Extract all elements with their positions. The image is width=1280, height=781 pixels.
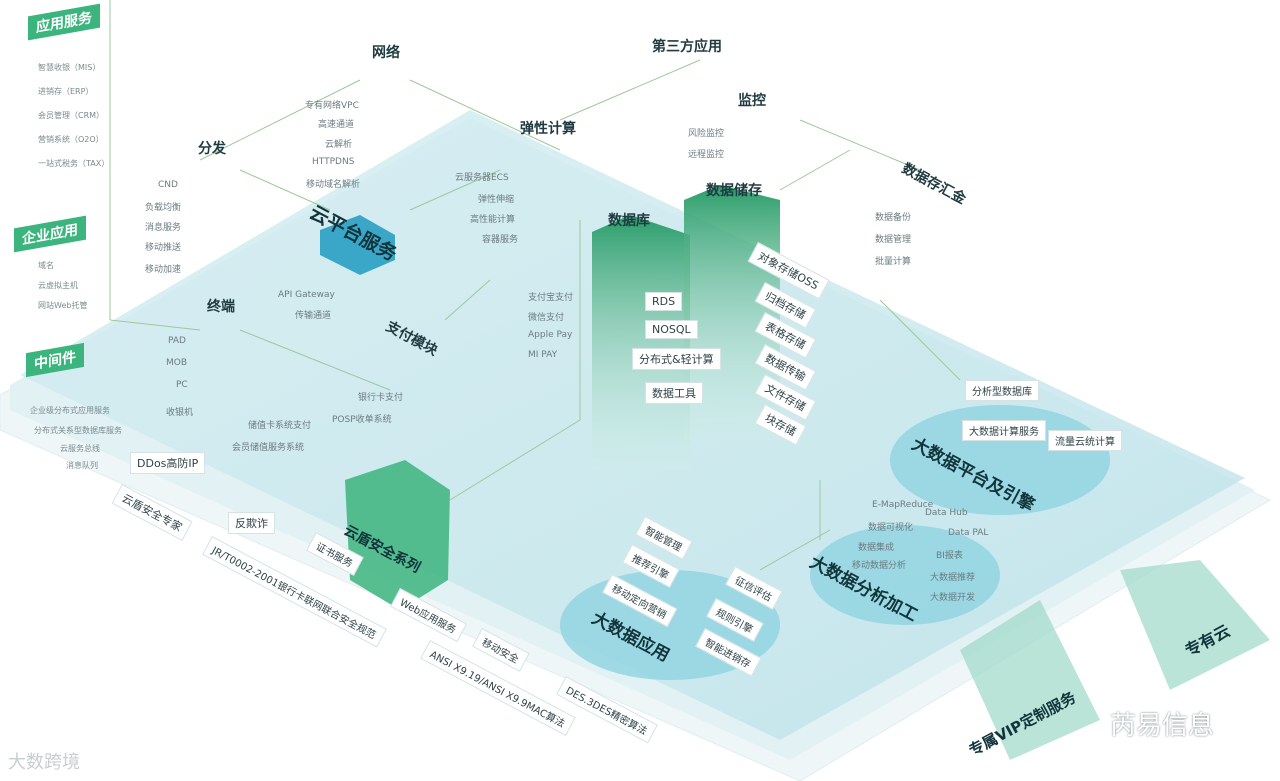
panel-item: 消息队列: [66, 461, 98, 470]
monitor-item: 风险监控: [688, 129, 725, 139]
bigdata-analysis-item: 移动数据分析: [852, 561, 907, 571]
bigdata-analysis-item: 数据集成: [858, 543, 895, 553]
bigdata-platform-item: 分析型数据库: [965, 380, 1039, 401]
watermark-left: 大数跨境: [8, 752, 80, 773]
payment-item: 微信支付: [528, 313, 565, 323]
bigdata-analysis-item: 大数据开发: [930, 593, 976, 603]
panel-item: 进销存（ERP）: [38, 87, 94, 96]
card-system-item: 会员储值服务系统: [232, 443, 305, 453]
bigdata-analysis-item: Data Hub: [925, 508, 968, 518]
terminal-item: 收银机: [166, 408, 194, 418]
database-item: NOSQL: [645, 320, 698, 339]
panel-item: 云服务总线: [60, 444, 100, 453]
private-cloud-ribbon: [1120, 560, 1270, 690]
datastore-fund-item: 数据备份: [875, 213, 912, 223]
compute-title: 弹性计算: [520, 121, 576, 137]
compute-item: 弹性伸缩: [478, 195, 515, 205]
storage-title: 数据储存: [706, 183, 762, 199]
bigdata-platform-item: 大数据计算服务: [962, 420, 1046, 441]
compute-item: 云服务器ECS: [455, 173, 509, 183]
network-title: 网络: [372, 45, 400, 61]
distribute-item: CND: [158, 180, 178, 190]
database-item: 数据工具: [645, 382, 703, 404]
payment-item: MI PAY: [528, 350, 558, 360]
cloud-platform-item: API Gateway: [278, 290, 335, 300]
connector-lines: [109, 0, 961, 571]
panel-item: 云虚拟主机: [38, 281, 78, 290]
terminal-item: PAD: [168, 336, 186, 346]
card-system-item: 储值卡系统支付: [248, 421, 312, 431]
terminal-item: PC: [176, 380, 188, 390]
network-item: 高速通道: [318, 120, 355, 130]
distribute-title: 分发: [198, 141, 226, 157]
distribute-item: 消息服务: [145, 223, 182, 233]
network-item: HTTPDNS: [312, 157, 355, 167]
database-cylinder: [592, 215, 690, 470]
panel-item: 一站式税务（TAX）: [38, 159, 110, 168]
bigdata-analysis-item: BI报表: [936, 551, 963, 561]
panel-item: 网站Web托管: [38, 301, 88, 310]
database-title: 数据库: [608, 213, 650, 229]
terminal-item: MOB: [166, 358, 188, 368]
cloud-platform-item: 传输通道: [295, 311, 332, 321]
distribute-item: 移动推送: [145, 243, 182, 253]
distribute-item: 负载均衡: [145, 203, 182, 213]
terminal-title: 终端: [207, 299, 235, 315]
cloud-platform-box: [320, 215, 395, 275]
network-item: 移动域名解析: [306, 180, 361, 190]
shield-shape: [345, 460, 450, 610]
bigdata-analysis-item: E-MapReduce: [872, 500, 934, 510]
monitor-title: 监控: [738, 93, 766, 109]
payment-item: Apple Pay: [528, 330, 573, 340]
bigdata-analysis-item: 数据可视化: [868, 523, 914, 533]
panel-item: 智慧收银（MIS）: [38, 63, 101, 72]
bigdata-platform-item: 流量云统计算: [1048, 430, 1122, 451]
panel-item: 企业级分布式应用服务: [30, 406, 110, 415]
payment-item: 支付宝支付: [528, 293, 574, 303]
compute-item: 容器服务: [482, 235, 519, 245]
network-item: 专有网络VPC: [305, 101, 359, 111]
distribute-item: 移动加速: [145, 265, 182, 275]
panel-item: 域名: [38, 261, 54, 270]
datastore-fund-item: 数据管理: [875, 235, 912, 245]
database-item: 分布式&轻计算: [632, 348, 721, 370]
panel-item: 营销系统（O2O）: [38, 135, 104, 144]
third-party-title: 第三方应用: [652, 39, 722, 55]
bigdata-analysis-item: 大数据推荐: [930, 573, 976, 583]
datastore-fund-item: 批量计算: [875, 257, 912, 267]
bigdata-analysis-disc: [810, 525, 1000, 625]
monitor-item: 远程监控: [688, 150, 725, 160]
panel-item: 分布式关系型数据库服务: [34, 426, 122, 435]
network-item: 云解析: [325, 140, 353, 150]
payment-item: 银行卡支付: [358, 393, 404, 403]
watermark-right: 芮易信息: [1110, 711, 1215, 741]
security-item: DDos高防IP: [130, 452, 206, 474]
vip-ribbon: [960, 600, 1100, 760]
bigdata-analysis-item: Data PAL: [948, 528, 989, 538]
payment-item: POSP收单系统: [332, 415, 392, 425]
security-item: 反欺诈: [228, 512, 275, 534]
database-item: RDS: [645, 292, 683, 311]
compute-item: 高性能计算: [470, 215, 516, 225]
panel-item: 会员管理（CRM）: [38, 111, 105, 120]
